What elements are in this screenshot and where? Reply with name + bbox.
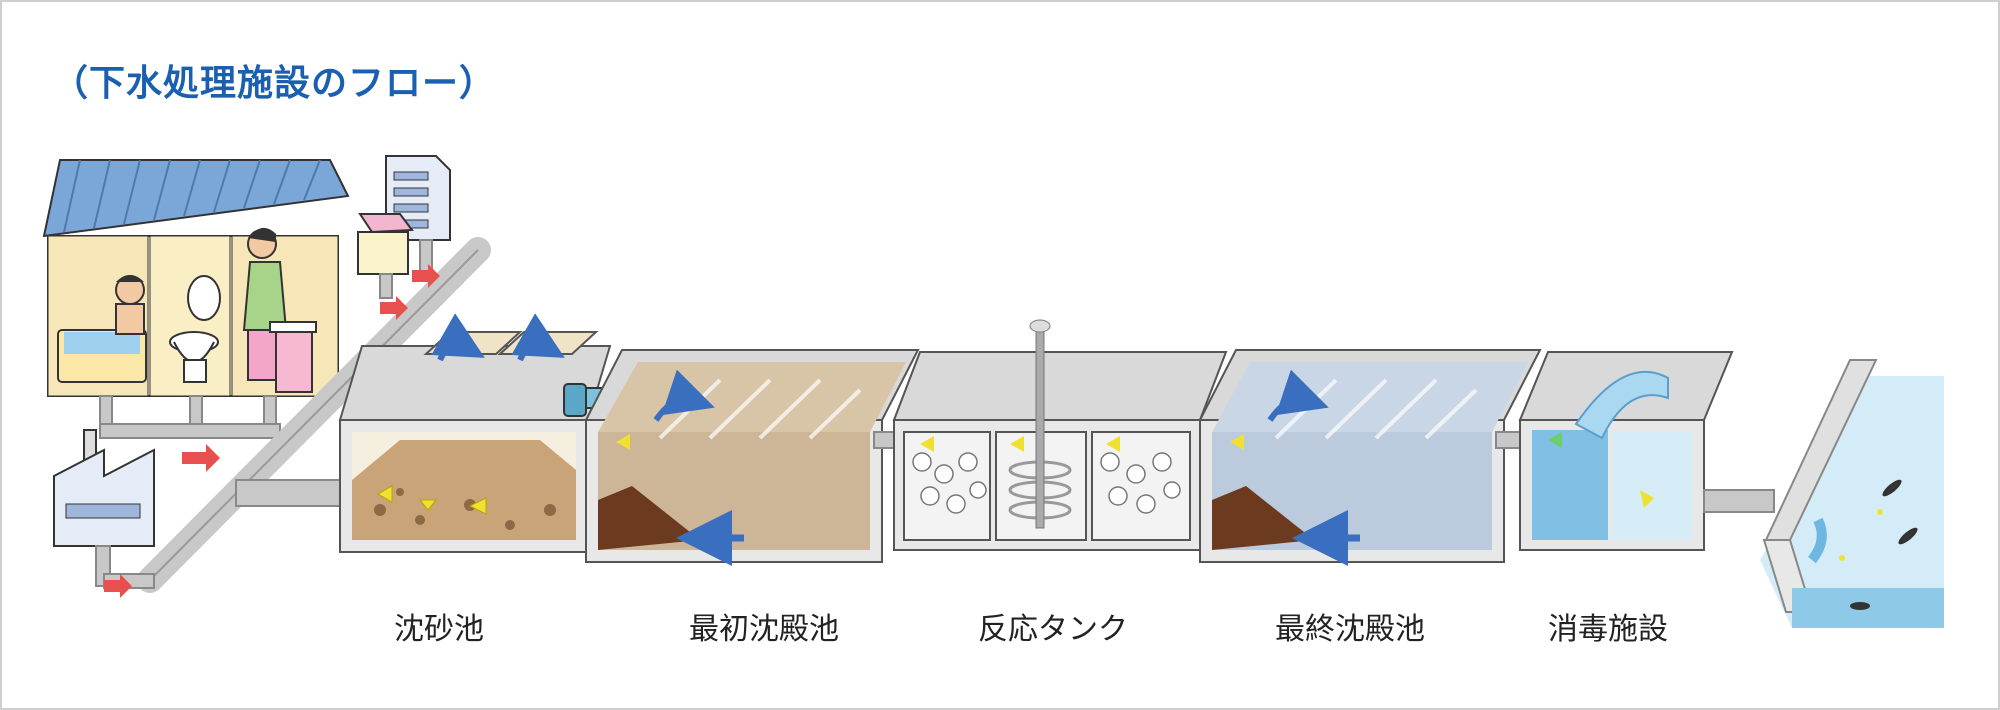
stage-label-final-settling: 最終沈殿池 xyxy=(1275,612,1425,647)
house-illustration xyxy=(42,159,350,439)
diagram-title: （下水処理施設のフロー） xyxy=(52,63,497,104)
disinfection-facility xyxy=(1518,351,1775,551)
reaction-tank xyxy=(892,319,1231,551)
building-illustration xyxy=(357,155,451,299)
river-illustration xyxy=(1760,359,1944,628)
primary-settling-tank xyxy=(584,349,920,566)
factory-illustration xyxy=(53,429,155,587)
stage-label-reaction-tank: 反応タンク xyxy=(978,612,1128,647)
stage-label-primary-settling: 最初沈殿池 xyxy=(689,612,839,647)
final-settling-tank xyxy=(1198,349,1542,566)
grit-chamber xyxy=(338,313,612,553)
stage-label-grit-chamber: 沈砂池 xyxy=(394,612,484,647)
inflow-arrows xyxy=(104,264,440,598)
stage-label-disinfection: 消毒施設 xyxy=(1548,612,1668,647)
sewer-pipe xyxy=(103,237,491,593)
